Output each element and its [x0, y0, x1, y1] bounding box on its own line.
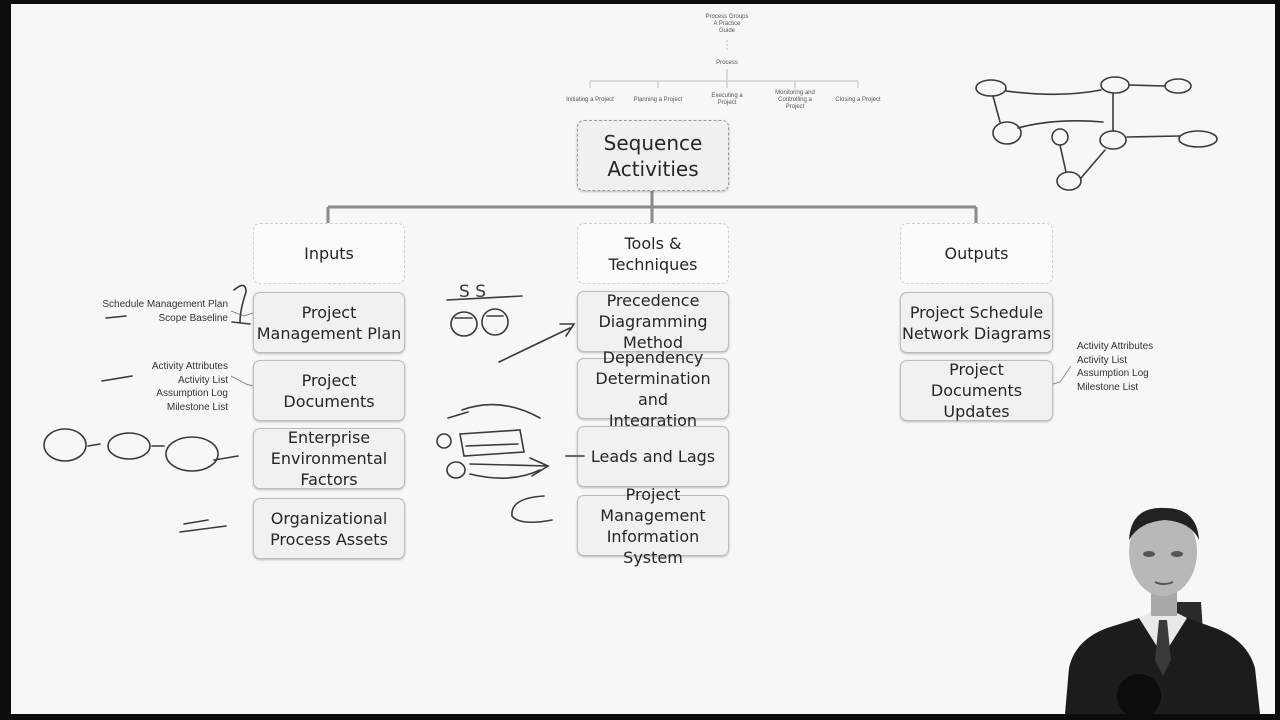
notes-pmp: Schedule Management Plan Scope Baseline: [96, 298, 228, 325]
note-update-activity-list: Activity List: [1077, 354, 1128, 366]
mini-group-initiating: Initiating a Project: [566, 97, 614, 103]
circle-sketches: [43, 428, 239, 472]
mini-group-closing: Closing a Project: [835, 97, 881, 103]
output-network-diagrams: Project Schedule Network Diagrams: [900, 292, 1053, 353]
note-scope-baseline: Scope Baseline: [158, 312, 229, 324]
tool-pmis: Project Management Information System: [577, 485, 729, 567]
note-activity-list: Activity List: [177, 374, 228, 386]
mini-group-planning: Planning a Project: [633, 97, 683, 103]
input-project-documents: Project Documents: [253, 360, 405, 421]
notes-project-documents: Activity Attributes Activity List Assump…: [126, 360, 228, 414]
leads-lags-sketch: [436, 403, 585, 524]
mini-title: Process Groups A Practice Guide: [705, 14, 749, 34]
mini-group-executing: Executing a Project: [711, 93, 743, 106]
note-activity-attributes: Activity Attributes: [151, 361, 228, 372]
input-enterprise-environmental-factors: Enterprise Environmental Factors: [253, 428, 405, 489]
output-project-documents-updates: Project Documents Updates: [900, 360, 1053, 421]
presenter-webcam: [1055, 500, 1270, 714]
note-update-milestone-list: Milestone List: [1077, 381, 1139, 393]
notes-document-updates: Activity Attributes Activity List Assump…: [1077, 340, 1187, 394]
note-update-activity-attributes: Activity Attributes: [1077, 341, 1154, 352]
ss-label: S S: [459, 282, 486, 302]
header-inputs: Inputs: [253, 223, 405, 284]
root-sequence-activities: Sequence Activities: [577, 120, 729, 191]
note-update-assumption-log: Assumption Log: [1077, 368, 1149, 379]
note-milestone-list: Milestone List: [166, 401, 228, 413]
tool-leads-and-lags: Leads and Lags: [577, 426, 729, 487]
input-project-management-plan: Project Management Plan: [253, 292, 405, 353]
mini-process-label: Process: [716, 60, 738, 66]
network-sketch: [975, 76, 1218, 191]
header-outputs: Outputs: [900, 223, 1053, 284]
header-tools: Tools & Techniques: [577, 223, 729, 284]
note-assumption-log: Assumption Log: [156, 388, 228, 399]
tool-precedence-diagramming-method: Precedence Diagramming Method: [577, 291, 729, 352]
ss-sketch: [446, 295, 576, 363]
mini-group-monitoring: Monitoring and Controlling a Project: [775, 90, 815, 110]
input-organizational-process-assets: Organizational Process Assets: [253, 498, 405, 559]
note-schedule-management-plan: Schedule Management Plan: [102, 299, 228, 310]
